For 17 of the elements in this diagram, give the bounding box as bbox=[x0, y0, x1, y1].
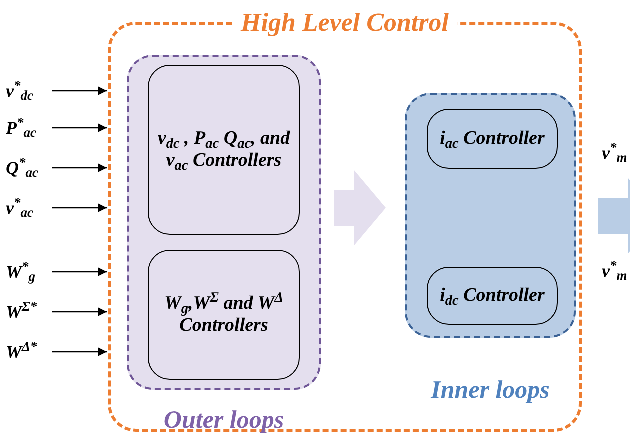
controller-box: i$_{dc}$ Controller bbox=[427, 267, 558, 325]
controller-box: W$_{g}$,W$^{Σ}$ and W$^{Δ}$ Controllers bbox=[148, 250, 300, 380]
arrow bbox=[52, 307, 107, 317]
arrow bbox=[52, 267, 107, 277]
group-title: Outer loops bbox=[162, 406, 286, 436]
arrow bbox=[52, 163, 107, 173]
group-title: Inner loops bbox=[430, 376, 551, 406]
input-label: W$^{Δ*}$ bbox=[6, 337, 50, 367]
arrow bbox=[52, 203, 107, 213]
input-label: W$^{Σ*}$ bbox=[6, 297, 50, 327]
block-arrow bbox=[598, 178, 630, 254]
block-arrow bbox=[334, 170, 386, 246]
controller-box: v$_{dc}$ , P$_{ac}$ Q$_{ac}$, and v$_{ac}$ Controllers bbox=[148, 65, 300, 235]
arrow bbox=[52, 347, 107, 357]
arrow bbox=[52, 123, 107, 133]
arrow bbox=[52, 86, 107, 96]
controller-box: i$_{ac}$ Controller bbox=[427, 109, 558, 169]
